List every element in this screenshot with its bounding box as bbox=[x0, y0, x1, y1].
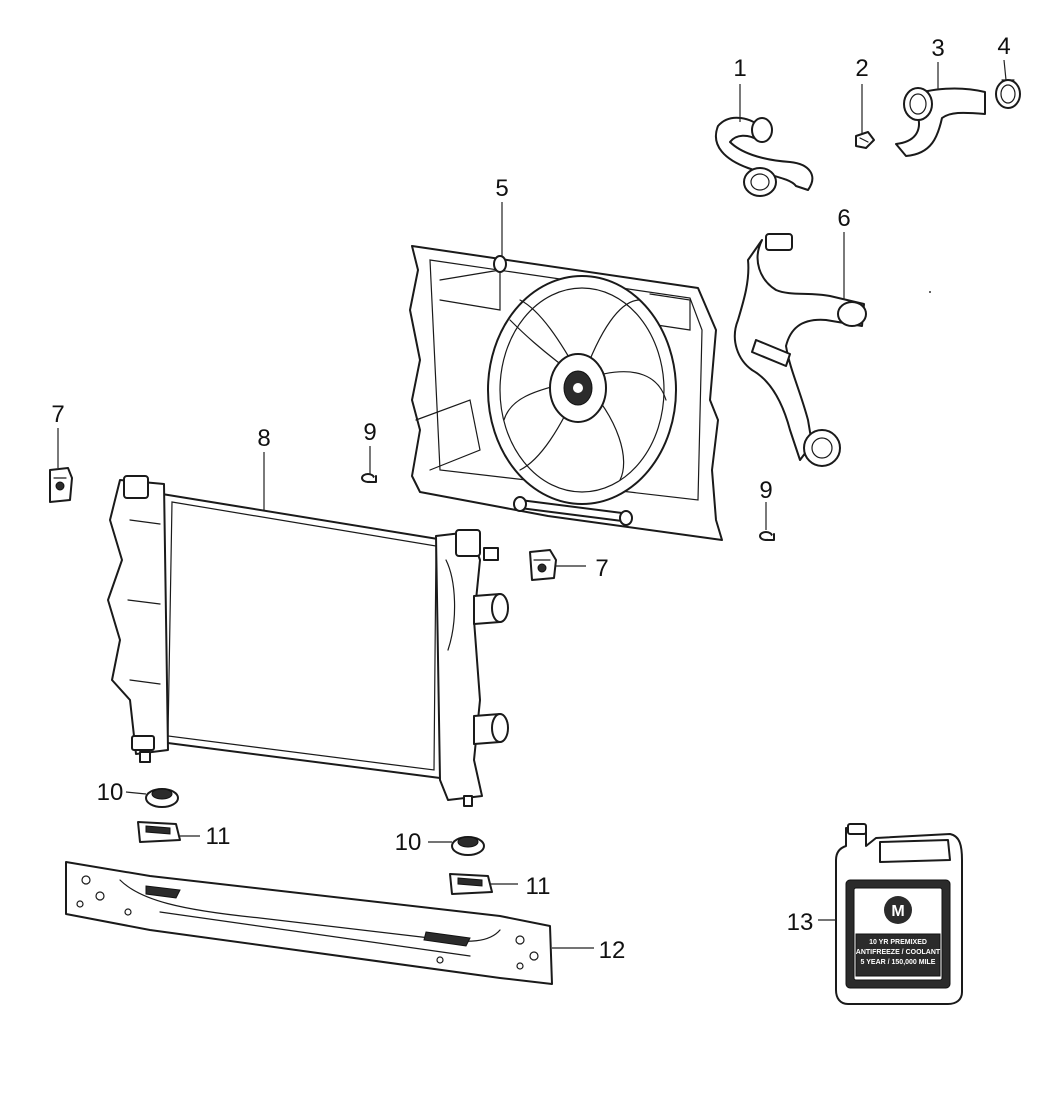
callout-3: 3 bbox=[931, 35, 944, 62]
jug-label-line-4: 5 YEAR / 150,000 MILE bbox=[861, 959, 936, 966]
part-3-hose bbox=[895, 87, 986, 157]
part-6-lower-hose bbox=[733, 233, 867, 467]
part-7-bracket-right bbox=[529, 549, 557, 581]
part-13-coolant-jug: M MOPAR 10 YR PREMIXED ANTIFREEZE / COOL… bbox=[835, 823, 963, 1005]
part-2-clamp bbox=[855, 131, 875, 149]
part-8-radiator bbox=[107, 475, 509, 807]
part-11-bracket-right bbox=[449, 873, 493, 895]
jug-label-line-2: 10 YR PREMIXED bbox=[869, 939, 927, 946]
callout-5: 5 bbox=[495, 175, 508, 202]
part-11-bracket-left bbox=[137, 821, 181, 843]
callout-7-right: 7 bbox=[595, 555, 608, 582]
part-7-bracket-left bbox=[49, 467, 73, 503]
callout-11-left: 11 bbox=[206, 823, 231, 850]
callout-2: 2 bbox=[855, 55, 868, 82]
part-10-grommet-right bbox=[451, 836, 485, 856]
callout-9-left: 9 bbox=[363, 419, 376, 446]
callout-6: 6 bbox=[837, 205, 850, 232]
callout-4: 4 bbox=[997, 33, 1010, 60]
mopar-logo-icon: M bbox=[891, 903, 904, 920]
part-4-ring-clamp bbox=[995, 79, 1021, 109]
part-12-lower-support bbox=[65, 861, 553, 985]
jug-label-brand: MOPAR bbox=[885, 927, 911, 934]
jug-label-line-3: ANTIFREEZE / COOLANT bbox=[856, 949, 941, 956]
callout-10-right: 10 bbox=[395, 829, 422, 856]
part-10-grommet-left bbox=[145, 788, 179, 808]
callout-numbers: 1 2 3 4 5 6 7 7 8 9 9 10 10 11 11 12 13 bbox=[51, 33, 1010, 964]
stray-dot bbox=[929, 291, 931, 293]
callout-10-left: 10 bbox=[97, 779, 124, 806]
part-5-fan-shroud bbox=[409, 245, 723, 541]
part-9-bolt-right bbox=[759, 531, 775, 541]
callout-9-right: 9 bbox=[759, 477, 772, 504]
callout-1: 1 bbox=[733, 55, 746, 82]
callout-11-right: 11 bbox=[526, 873, 551, 900]
callout-12: 12 bbox=[599, 937, 626, 964]
part-9-bolt-left bbox=[361, 473, 377, 483]
callout-7-left: 7 bbox=[51, 401, 64, 428]
callout-13: 13 bbox=[787, 909, 814, 936]
part-1-upper-hose bbox=[715, 116, 814, 197]
callout-8: 8 bbox=[257, 425, 270, 452]
leader-lines bbox=[57, 59, 1007, 949]
